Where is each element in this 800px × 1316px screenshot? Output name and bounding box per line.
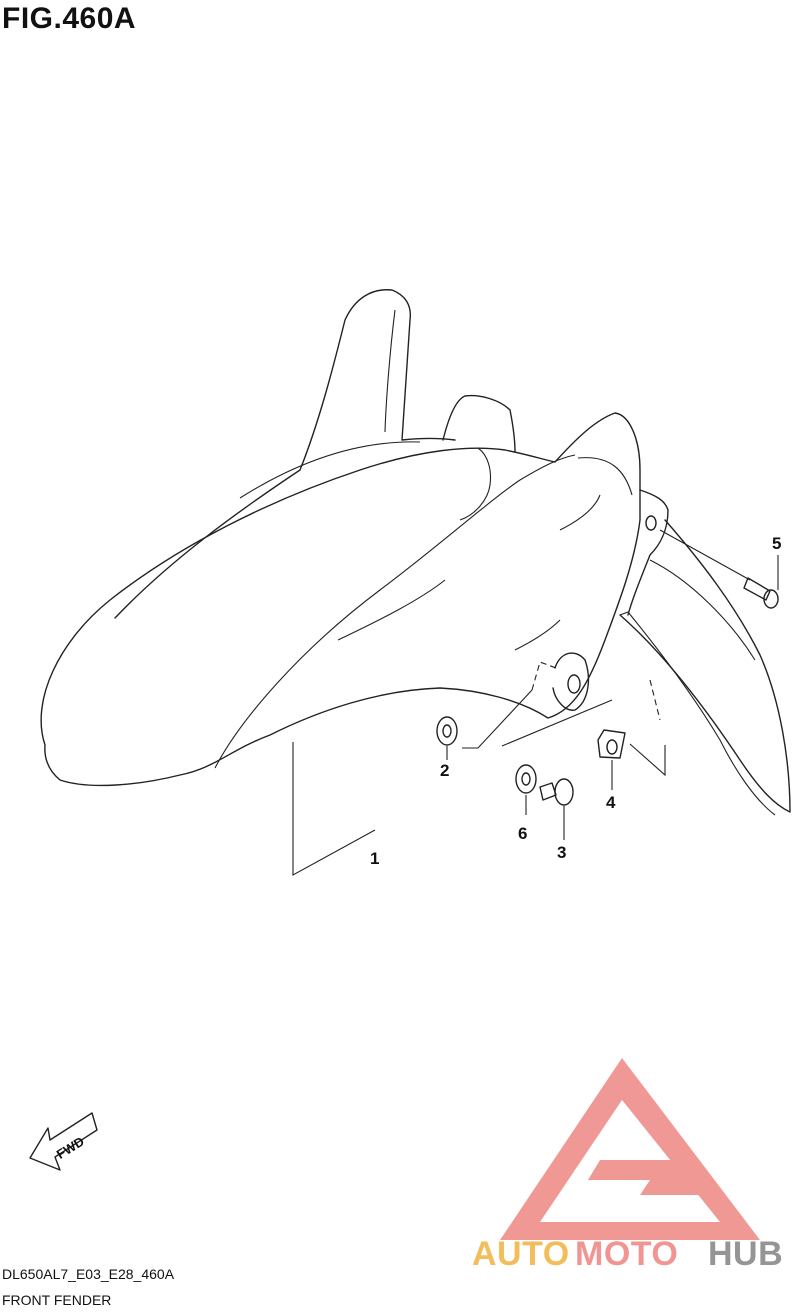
clip-nut-part-4 — [597, 729, 666, 790]
diagram-code: DL650AL7_E03_E28_460A — [2, 1266, 175, 1282]
callout-1: 1 — [370, 849, 379, 868]
callout-5: 5 — [772, 534, 781, 553]
watermark-hub: HUB — [708, 1235, 783, 1273]
front-fender-part — [40, 289, 791, 816]
forward-arrow-icon: FWD — [29, 1112, 98, 1171]
washer-part-6 — [515, 764, 537, 815]
watermark-logo: AUTO MOTO HUB — [472, 1058, 783, 1273]
watermark-auto: AUTO — [472, 1235, 570, 1273]
callout-3: 3 — [557, 843, 566, 862]
callout-4: 4 — [606, 793, 616, 812]
screw-part-3 — [501, 699, 613, 840]
callout-6: 6 — [518, 824, 527, 843]
leader-line-1 — [292, 742, 376, 876]
washer-part-2 — [436, 661, 557, 760]
fwd-label: FWD — [54, 1134, 87, 1162]
watermark-moto: MOTO — [575, 1235, 678, 1273]
figure-title: FIG.460A — [2, 2, 137, 35]
callout-2: 2 — [440, 761, 449, 780]
bolt-part-5 — [659, 529, 779, 609]
diagram-description: FRONT FENDER — [2, 1292, 112, 1308]
